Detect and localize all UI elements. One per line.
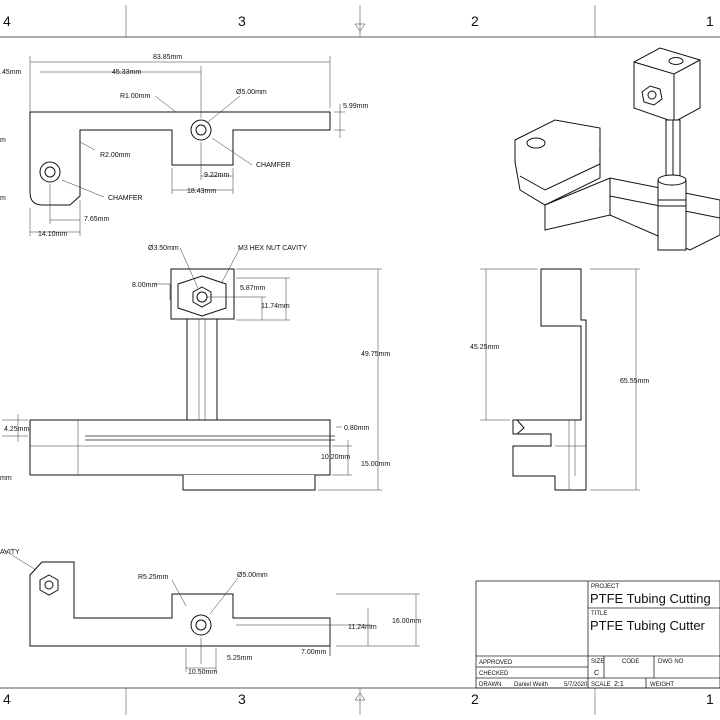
- approved-label: APPROVED: [479, 660, 513, 666]
- dim-hole-diameter: Ø5.00mm: [236, 89, 267, 96]
- dim-radius-1: R1.00mm: [120, 93, 151, 100]
- bottom-view-outline: [29, 561, 331, 647]
- center-mark-bottom-icon: [354, 692, 366, 701]
- dim-bottom-height: 16.00mm: [392, 618, 421, 625]
- dim-block-height: 11.74mm: [261, 303, 290, 310]
- dim-post-height: 49.75mm: [361, 351, 390, 358]
- dim-bolt-hole: Ø3.50mm: [148, 245, 179, 252]
- size-value: C: [594, 670, 599, 677]
- zone-bottom-3: 3: [238, 691, 246, 707]
- dim-chamfer-2: CHAMFER: [108, 195, 143, 202]
- drawing-title: PTFE Tubing Cutter: [590, 618, 706, 633]
- dim-bottom-hole-offset: 5.25mm: [227, 655, 252, 662]
- dim-bottom-hole: Ø5.00mm: [237, 572, 268, 579]
- dwg-no-label: DWG NO: [658, 659, 684, 665]
- dim-bottom-offset: 7.00mm: [301, 649, 326, 656]
- project-name: PTFE Tubing Cutting: [590, 591, 711, 606]
- dim-base-upper: 10.20mm: [321, 454, 350, 461]
- dim-slot-width: 0.80mm: [344, 425, 369, 432]
- dim-nut-center: 5.87mm: [240, 285, 265, 292]
- dim-bottom-cavity: AVITY: [0, 549, 20, 556]
- dim-clipped-a: m: [0, 137, 6, 144]
- dim-side-post: 45.25mm: [470, 344, 499, 351]
- dim-bottom-hole-height: 11.24mm: [348, 624, 377, 631]
- weight-label: WEIGHT: [650, 682, 674, 688]
- dim-chamfer-1: CHAMFER: [256, 162, 291, 169]
- project-label: PROJECT: [591, 584, 619, 590]
- dim-bottom-radius: R5.25mm: [138, 574, 169, 581]
- dim-block-width: 18.43mm: [187, 188, 216, 195]
- dim-nut-cavity-label: M3 HEX NUT CAVITY: [238, 245, 307, 252]
- dim-overall-length: 83.85mm: [153, 54, 182, 61]
- bottom-view: [3, 549, 420, 672]
- top-view-outline: [29, 111, 331, 206]
- side-view-outline: [512, 268, 587, 491]
- side-view: [480, 268, 640, 491]
- zone-bottom-1: 1: [706, 691, 714, 707]
- dim-left-width: 14.10mm: [38, 231, 67, 238]
- dim-base-height: 15.00mm: [361, 461, 390, 468]
- dim-side-overall: 65.55mm: [620, 378, 649, 385]
- code-label: CODE: [622, 659, 639, 665]
- scale-value: 2:1: [614, 681, 624, 688]
- title-label: TITLE: [591, 611, 607, 617]
- top-view: [29, 56, 345, 236]
- dim-arm-width: 5.99mm: [343, 103, 368, 110]
- title-block: [475, 580, 720, 689]
- dim-clipped-b: m: [0, 195, 6, 202]
- dim-front-clipped: mm: [0, 475, 12, 482]
- dim-hole-offset: 45.33mm: [112, 69, 141, 76]
- drawn-date: 5/7/2020: [564, 682, 588, 688]
- dim-hole-to-edge: 9.22mm: [204, 172, 229, 179]
- isometric-view: [514, 47, 720, 251]
- drawn-by: Daniel Weith: [514, 682, 548, 688]
- dim-slot-depth: 4.25mm: [4, 426, 29, 433]
- zone-bottom-4: 4: [3, 691, 11, 707]
- dim-bottom-width: 10.50mm: [188, 669, 217, 676]
- zone-top-4: 4: [3, 13, 11, 29]
- checked-label: CHECKED: [479, 671, 509, 677]
- zone-top-3: 3: [238, 13, 246, 29]
- scale-label: SCALE: [591, 682, 611, 688]
- dim-nut-flat: 8.00mm: [132, 282, 157, 289]
- zone-top-1: 1: [706, 13, 714, 29]
- dim-left-partial: .45mm: [0, 69, 22, 76]
- front-view: [2, 247, 382, 491]
- zone-bottom-2: 2: [471, 691, 479, 707]
- center-mark-top-icon: [354, 23, 366, 32]
- zone-top-2: 2: [471, 13, 479, 29]
- drawn-label: DRAWN: [479, 682, 501, 688]
- dim-left-hole-offset: 7.65mm: [84, 216, 109, 223]
- dim-radius-2: R2.00mm: [100, 152, 131, 159]
- front-view-base: [29, 419, 331, 476]
- size-label: SIZE: [591, 659, 604, 665]
